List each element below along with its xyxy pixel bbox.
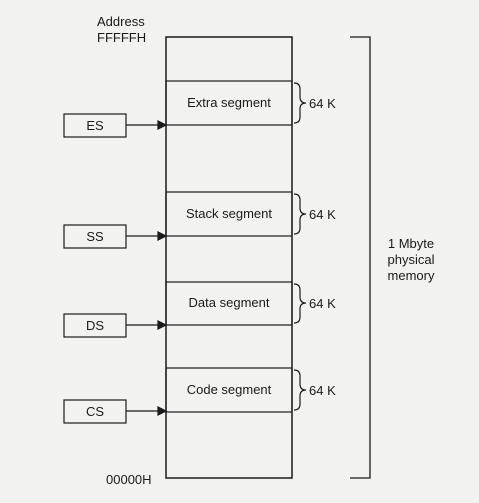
- ds-arrowhead: [157, 320, 168, 330]
- cs-arrowhead: [157, 406, 168, 416]
- ds-register-label: DS: [85, 318, 105, 333]
- code-segment-label: Code segment: [186, 382, 272, 397]
- extra-size-brace: [293, 82, 307, 124]
- stack-segment-label: Stack segment: [186, 206, 272, 221]
- top-address-value: FFFFFH: [97, 30, 147, 45]
- extra-segment-box: [165, 80, 293, 126]
- ss-register-label: SS: [86, 229, 104, 244]
- data-segment-label: Data segment: [188, 295, 270, 310]
- code-segment-size: 64 K: [309, 383, 336, 398]
- cs-register-label: CS: [85, 404, 105, 419]
- data-segment-box: [165, 281, 293, 326]
- ss-arrowhead: [157, 231, 168, 241]
- physical-memory-line2: physical: [387, 252, 435, 267]
- extra-segment-label: Extra segment: [187, 95, 271, 110]
- es-arrowhead: [157, 120, 168, 130]
- code-size-brace: [293, 369, 307, 411]
- bottom-address-value: 00000H: [106, 472, 152, 487]
- es-register-label: ES: [86, 118, 104, 133]
- data-size-brace: [293, 283, 307, 324]
- memory-column: [165, 36, 293, 479]
- physical-memory-line1: 1 Mbyte: [387, 236, 435, 251]
- data-segment-size: 64 K: [309, 296, 336, 311]
- stack-segment-box: [165, 191, 293, 237]
- stack-segment-size: 64 K: [309, 207, 336, 222]
- extra-segment-size: 64 K: [309, 96, 336, 111]
- code-segment-box: [165, 367, 293, 413]
- stack-size-brace: [293, 193, 307, 235]
- top-address-label: Address: [97, 14, 145, 29]
- physical-memory-label: 1 Mbyte physical memory: [376, 236, 446, 284]
- total-memory-bracket: [350, 36, 371, 479]
- physical-memory-line3: memory: [387, 268, 435, 283]
